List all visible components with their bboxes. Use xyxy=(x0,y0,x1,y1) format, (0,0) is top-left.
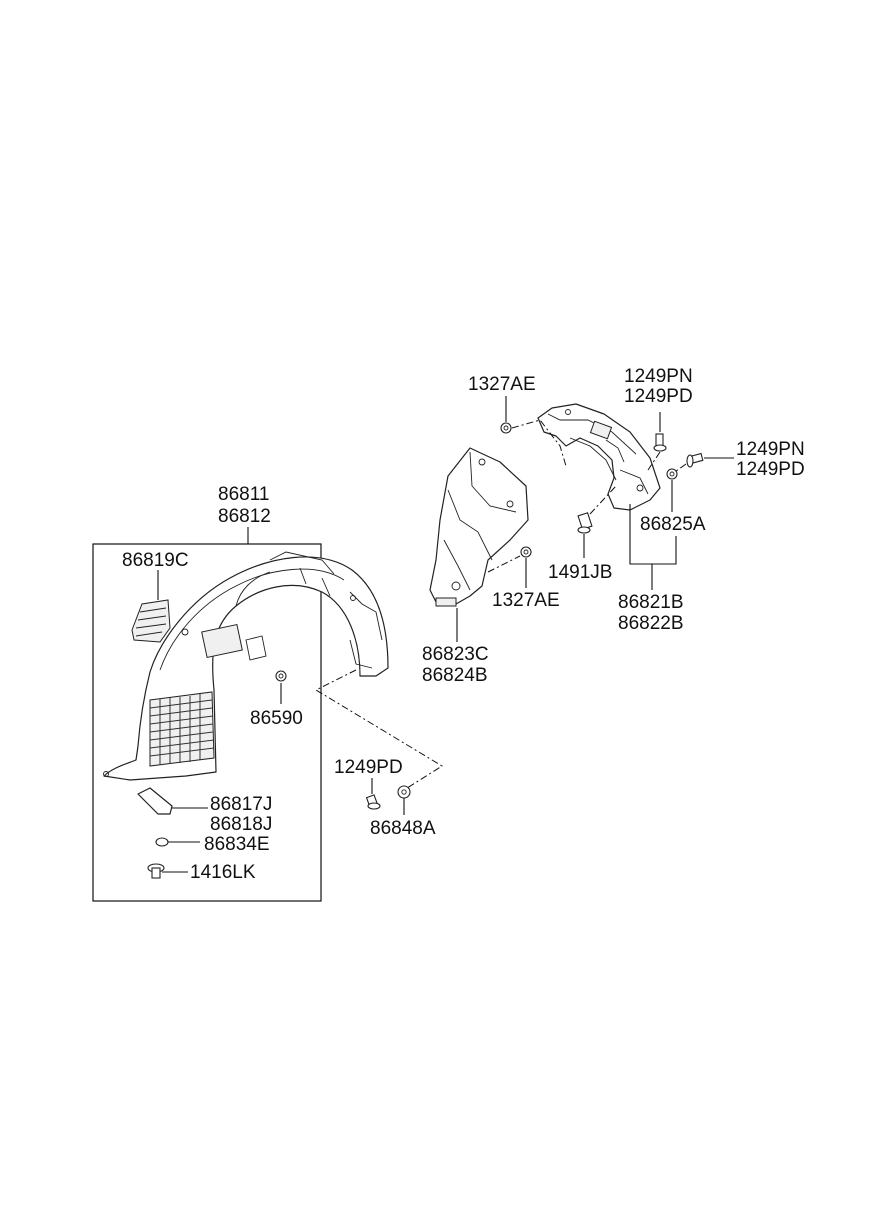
label-1249PD-right: 1249PD xyxy=(736,459,805,480)
connector-86848A xyxy=(314,669,443,791)
rear-wheel-guard-86821B xyxy=(500,396,734,590)
label-86821B: 86821B xyxy=(618,592,684,613)
label-86825A: 86825A xyxy=(640,514,706,535)
washer-86834E xyxy=(155,837,200,847)
clip-86590 xyxy=(275,670,287,704)
part-labels: 86811 86812 86819C 86590 86817J 86818J 8… xyxy=(122,366,805,883)
label-86812: 86812 xyxy=(218,506,271,527)
bracket-86817J xyxy=(137,787,208,815)
label-86823C: 86823C xyxy=(422,644,489,665)
label-86811: 86811 xyxy=(218,484,269,505)
label-1327AE-top: 1327AE xyxy=(468,374,536,395)
label-86819C: 86819C xyxy=(122,550,189,571)
liner-vent-grill xyxy=(149,691,215,767)
front-wheel-guard-assembly xyxy=(92,527,389,902)
label-86590: 86590 xyxy=(250,708,303,729)
label-86817J: 86817J xyxy=(210,794,272,815)
label-86848A: 86848A xyxy=(370,818,436,839)
label-1249PN-top: 1249PN xyxy=(624,366,693,387)
label-86824B: 86824B xyxy=(422,665,488,686)
screw-1249PD-mid xyxy=(365,778,381,810)
screw-1416LK xyxy=(147,863,188,879)
label-1249PN-right: 1249PN xyxy=(736,439,805,460)
nut-86848A xyxy=(397,785,411,815)
mud-guard-86823C xyxy=(429,447,532,642)
label-86834E: 86834E xyxy=(204,834,270,855)
label-86818J: 86818J xyxy=(210,814,272,835)
assembly-box xyxy=(92,543,322,902)
label-1249PD-top: 1249PD xyxy=(624,386,693,407)
grille-insert-86819C xyxy=(131,570,171,643)
label-1416LK: 1416LK xyxy=(190,862,256,883)
label-86822B: 86822B xyxy=(618,613,684,634)
front-wheel-guard-liner xyxy=(103,551,389,781)
label-1327AE-mid: 1327AE xyxy=(492,590,560,611)
label-1249PD-mid: 1249PD xyxy=(334,757,403,778)
label-1491JB: 1491JB xyxy=(548,562,612,583)
